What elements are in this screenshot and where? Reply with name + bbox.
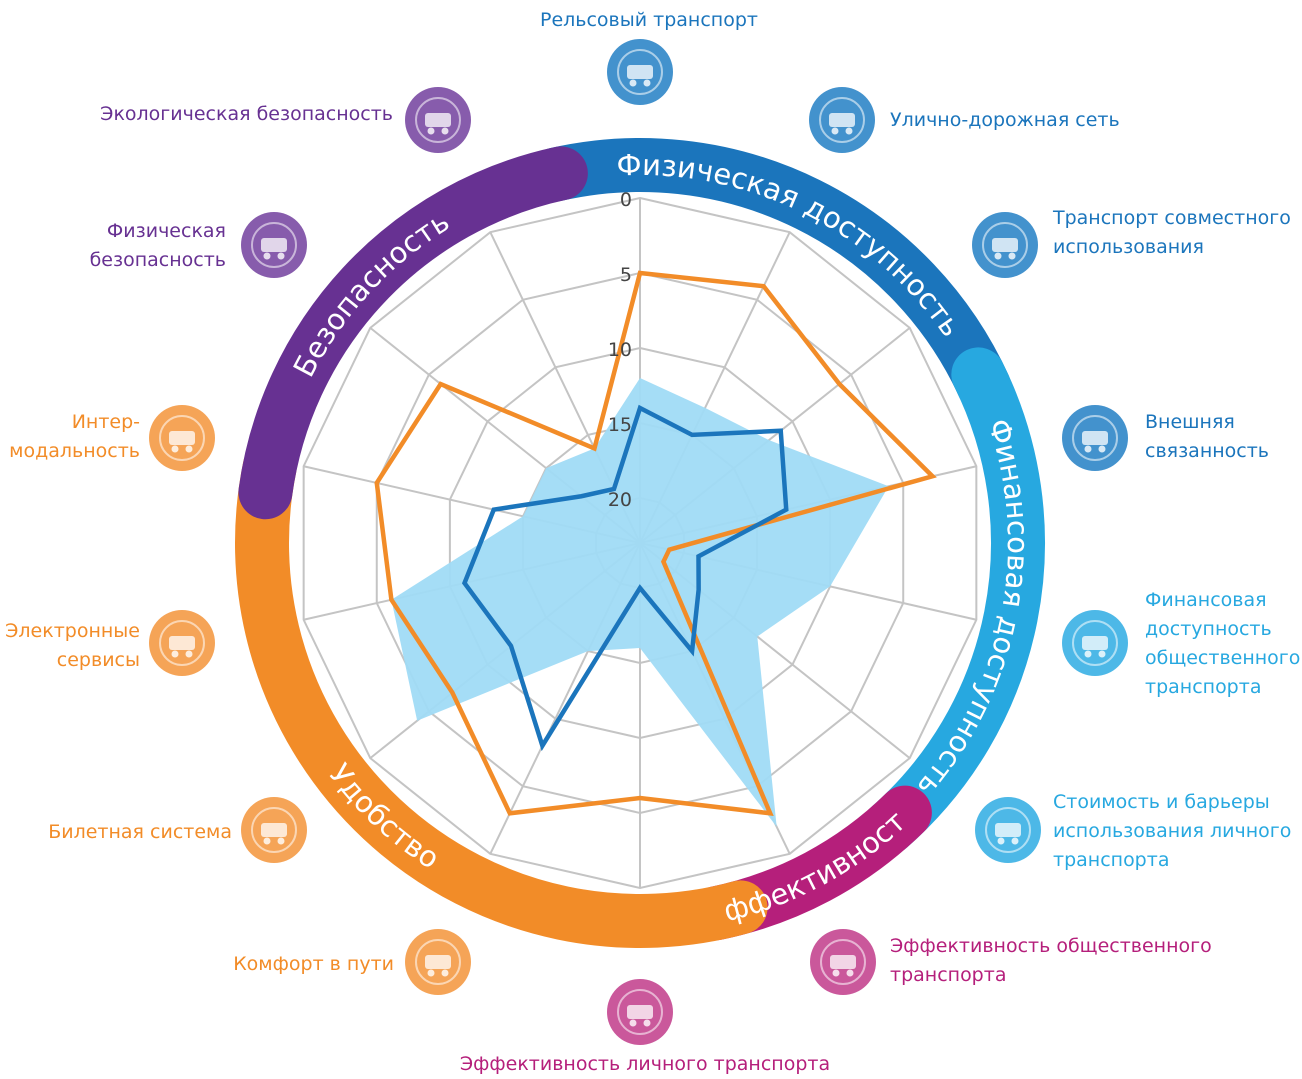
category-label-line: Билетная система [48, 821, 232, 843]
category-label-line: общественного [1145, 647, 1301, 669]
category-icons [149, 39, 1128, 1045]
car-crash-icon [241, 212, 307, 278]
category-label: Эффективность общественного транспорта [890, 932, 1212, 990]
tick-label: 0 [620, 189, 632, 211]
category-label: Эффективность личного транспорта [455, 1050, 835, 1079]
ring-section-label: Удобство [323, 757, 446, 875]
category-label-line: Комфорт в пути [233, 953, 394, 975]
category-label-line: Стоимость и барьеры [1053, 791, 1270, 813]
ring-section [528, 138, 1012, 414]
category-label-line: сервисы [56, 649, 140, 671]
category-label: Транспорт совместного использования [1053, 204, 1298, 262]
category-label: Физическая безопасность [60, 217, 226, 275]
category-label-line: безопасность [89, 249, 226, 271]
category-label-line: Внешняя [1145, 411, 1235, 433]
category-label: Билетная система [20, 818, 232, 847]
category-label: Интер-модальность [0, 408, 140, 466]
tick-label: 15 [608, 414, 632, 436]
intermodal-icon [149, 405, 215, 471]
airplane-icon [1062, 405, 1128, 471]
bike-sharing-icon [972, 212, 1038, 278]
category-label: Электронные сервисы [0, 617, 140, 675]
category-label: Рельсовый транспорт [540, 6, 758, 35]
category-label-line: Экологическая безопасность [100, 103, 393, 125]
series-line [374, 270, 937, 816]
radial-tick-labels: 0 5 10 15 20 [608, 189, 632, 511]
category-label: Внешняя связанность [1145, 408, 1295, 466]
category-label-line: доступность [1145, 618, 1272, 640]
category-label-line: связанность [1145, 440, 1270, 462]
category-label: Стоимость и барьеры использования личного… [1053, 788, 1298, 875]
category-label-line: Эффективность общественного [890, 935, 1212, 957]
category-label-line: Электронные [5, 620, 140, 642]
category-label: Финансовая доступность общественного трансп… [1145, 586, 1302, 702]
ring-section [238, 146, 588, 520]
tick-label: 10 [608, 339, 632, 361]
running-passenger-icon [810, 929, 876, 995]
category-label-line: Транспорт совместного [1053, 207, 1291, 229]
category-label-line: транспорта [890, 964, 1007, 986]
ticket-icon [241, 797, 307, 863]
category-label: Улично-дорожная сеть [890, 106, 1150, 135]
category-label-line: Эффективность личного транспорта [459, 1053, 831, 1075]
road-network-icon [809, 87, 875, 153]
category-label-line: Финансовая [1145, 589, 1267, 611]
category-label-line: использования личного [1053, 820, 1292, 842]
radar-series [374, 270, 937, 827]
tick-label: 5 [620, 264, 632, 286]
ring-section-label: Безопасность [287, 204, 456, 382]
toll-icon [975, 797, 1041, 863]
train-icon [607, 39, 673, 105]
category-label-line: Физическая [106, 220, 226, 242]
category-label-line: транспорта [1053, 849, 1170, 871]
category-label: Комфорт в пути [200, 950, 394, 979]
series-area [391, 378, 889, 827]
traffic-jam-icon [607, 979, 673, 1045]
category-label-line: Рельсовый транспорт [540, 9, 758, 31]
smartphone-icon [149, 610, 215, 676]
category-label-line: использования [1053, 236, 1204, 258]
category-label: Экологическая безопасность [60, 100, 393, 129]
category-label-line: Интер- [71, 411, 140, 433]
payment-icon [1062, 610, 1128, 676]
category-label-line: Улично-дорожная сеть [890, 109, 1120, 131]
tick-label: 20 [608, 489, 632, 511]
category-label-line: транспорта [1145, 676, 1262, 698]
ring-section [861, 347, 1045, 855]
series-line [461, 404, 789, 752]
category-label-line: модальность [9, 440, 140, 462]
comfort-icon [405, 929, 471, 995]
eco-cyclist-icon [405, 87, 471, 153]
ring-section [235, 440, 768, 948]
